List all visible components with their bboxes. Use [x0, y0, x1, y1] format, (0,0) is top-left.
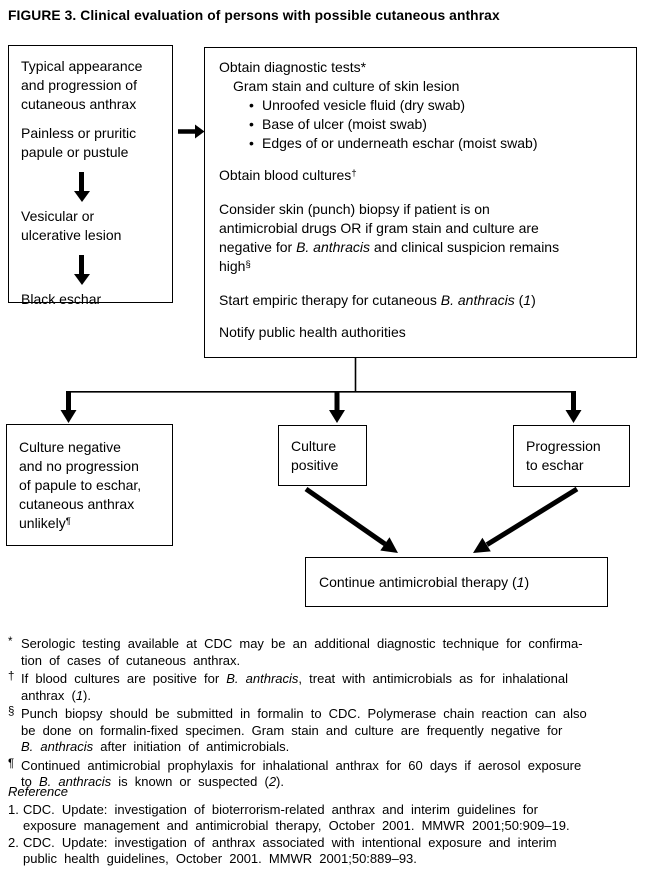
- footnote-section: § Punch biopsy should be submitted in for…: [8, 704, 644, 756]
- arrow-shaft: [79, 172, 84, 191]
- blood-cultures-text: Obtain blood cultures†: [219, 167, 357, 183]
- continue-therapy-text: Continue antimicrobial therapy (1): [319, 573, 530, 590]
- diagonal-arrow-left-shaft: [304, 486, 387, 547]
- bullet-item-text: Edges of or underneath eschar (moist swa…: [262, 135, 538, 151]
- footnote-marker: †: [8, 671, 15, 683]
- figure-title: FIGURE 3. Clinical evaluation of persons…: [8, 8, 500, 23]
- down-arrow-left-icon: [60, 410, 77, 423]
- down-arrow-middle-icon: [329, 410, 345, 423]
- down-arrow-icon: [73, 172, 90, 202]
- footnote-asterisk: * Serologic testing available at CDC may …: [8, 634, 644, 669]
- bullet-icon: •: [249, 135, 254, 151]
- footnote-dagger: † If blood cultures are positive for B. a…: [8, 669, 644, 704]
- bullet-item: • Edges of or underneath eschar (moist sw…: [219, 134, 622, 153]
- obtain-tests-text: Obtain diagnostic tests*: [219, 59, 367, 75]
- biopsy-text: Consider skin (punch) biopsy if patient …: [219, 201, 560, 274]
- reference-text: CDC. Update: investigation of bioterrori…: [23, 801, 570, 834]
- reference-item: 1.CDC. Update: investigation of bioterro…: [8, 802, 644, 835]
- footnote-text: If blood cultures are positive for B. an…: [21, 671, 568, 703]
- bullet-item: • Base of ulcer (moist swab): [219, 115, 622, 134]
- arrow-head: [73, 274, 90, 285]
- arrow-shaft: [79, 255, 84, 274]
- footnote-text: Continued antimicrobial prophylaxis for …: [21, 757, 582, 790]
- empiric-therapy-text: Start empiric therapy for cutaneous B. a…: [219, 292, 536, 308]
- down-arrow-icon: [73, 255, 90, 285]
- footnote-marker: *: [8, 636, 13, 648]
- footnote-marker: ¶: [8, 757, 15, 770]
- diagonal-arrow-right-shaft: [485, 486, 579, 547]
- bullet-icon: •: [249, 116, 254, 132]
- down-arrow-right-icon: [565, 410, 582, 423]
- reference-number: 1.: [8, 801, 19, 817]
- notify-authorities-text: Notify public health authorities: [219, 324, 406, 340]
- bullet-item-text: Unroofed vesicle fluid (dry swab): [262, 97, 466, 113]
- diagonal-arrow-left-icon: [380, 537, 398, 553]
- bullet-item-text: Base of ulcer (moist swab): [262, 116, 427, 132]
- footnote-marker: §: [8, 706, 15, 718]
- reference-number: 2.: [8, 834, 19, 850]
- box-continue-therapy: Continue antimicrobial therapy (1): [305, 557, 608, 607]
- footnotes: * Serologic testing available at CDC may …: [8, 634, 644, 791]
- footnote-text: Punch biopsy should be submitted in form…: [21, 706, 587, 754]
- box-diagnostic-actions: Obtain diagnostic tests* Gram stain and …: [204, 47, 637, 358]
- bullet-icon: •: [249, 97, 254, 113]
- reference-text: CDC. Update: investigation of anthrax as…: [23, 834, 557, 867]
- references-heading: Reference: [8, 784, 68, 799]
- reference-item: 2.CDC. Update: investigation of anthrax …: [8, 835, 644, 868]
- diagonal-arrow-right-icon: [473, 537, 491, 553]
- black-eschar-text: Black eschar: [21, 291, 102, 307]
- footnote-text: Serologic testing available at CDC may b…: [21, 636, 583, 668]
- references: Reference 1.CDC. Update: investigation o…: [8, 784, 644, 868]
- bullet-item: • Unroofed vesicle fluid (dry swab): [219, 96, 622, 115]
- footnote-pilcrow: ¶ Continued antimicrobial prophylaxis for…: [8, 756, 644, 791]
- gram-stain-text: Gram stain and culture of skin lesion: [233, 78, 460, 94]
- arrow-head: [73, 191, 90, 202]
